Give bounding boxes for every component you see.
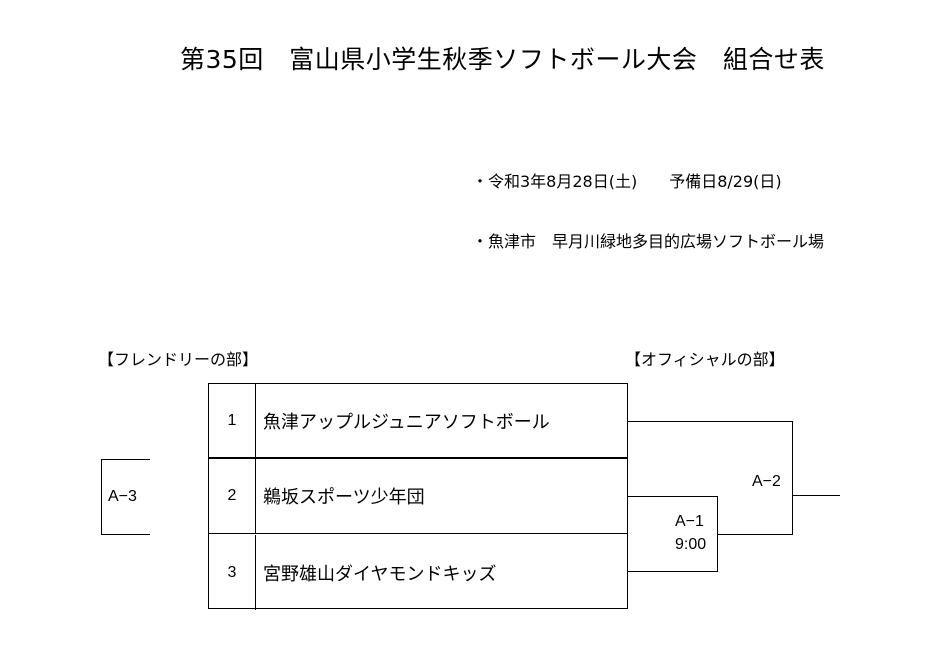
a2-vertical-line — [792, 421, 793, 535]
a1-bottom-line — [628, 571, 718, 572]
match-a3-label: A−3 — [108, 488, 137, 505]
a2-exit-line — [792, 495, 840, 496]
a3-vertical-line — [101, 459, 102, 535]
team-row: 3 宮野雄山ダイヤモンドキッズ — [209, 535, 627, 610]
event-venue: ・魚津市 早月川緑地多目的広場ソフトボール場 — [472, 232, 825, 251]
team-name: 魚津アップルジュニアソフトボール — [263, 411, 550, 433]
a1-top-line — [628, 496, 718, 497]
a2-bottom-line — [718, 534, 793, 535]
team-row: 2 鵜坂スポーツ少年団 — [209, 459, 627, 534]
official-section-heading: 【オフィシャルの部】 — [625, 350, 785, 369]
team-name: 鵜坂スポーツ少年団 — [263, 487, 425, 508]
team-number: 3 — [209, 535, 256, 610]
a2-top-line — [628, 421, 793, 422]
match-a2-label: A−2 — [752, 473, 781, 490]
team-number: 2 — [209, 459, 256, 533]
event-date: ・令和3年8月28日(土) 予備日8/29(日) — [472, 172, 782, 191]
team-row: 1 魚津アップルジュニアソフトボール — [209, 384, 627, 459]
a3-bottom-line — [101, 534, 150, 535]
match-a1-label: A−1 — [675, 513, 704, 530]
friendly-section-heading: 【フレンドリーの部】 — [98, 350, 259, 369]
page-title: 第35回 富山県小学生秋季ソフトボール大会 組合せ表 — [180, 45, 825, 74]
match-a1-time: 9:00 — [675, 536, 707, 553]
team-number: 1 — [209, 384, 256, 457]
team-name: 宮野雄山ダイヤモンドキッズ — [263, 563, 497, 585]
team-table: 1 魚津アップルジュニアソフトボール 2 鵜坂スポーツ少年団 3 宮野雄山ダイヤ… — [208, 383, 628, 610]
a3-top-line — [101, 459, 150, 460]
a1-vertical-line — [717, 496, 718, 572]
